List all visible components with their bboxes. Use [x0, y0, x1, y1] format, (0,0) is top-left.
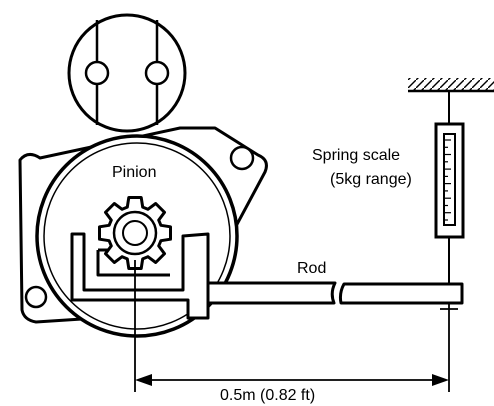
rod-label: Rod	[297, 260, 326, 277]
spring-scale	[434, 108, 465, 284]
pinion-gear	[98, 196, 172, 270]
pinion-shaft-inner	[122, 220, 148, 246]
rod	[206, 281, 464, 305]
ceiling-mount	[408, 78, 494, 108]
motor-rear-housing	[67, 13, 187, 133]
flange-bolt-hole-left	[24, 285, 48, 309]
flange-bolt-hole-right	[229, 145, 255, 171]
scale-ticks	[444, 139, 451, 221]
spring-scale-label-line1: Spring scale	[312, 147, 400, 164]
dimension-line	[135, 374, 449, 386]
pinion-label: Pinion	[112, 164, 156, 181]
lever-bracket	[70, 232, 210, 320]
dimension-label: 0.5m (0.82 ft)	[220, 387, 315, 404]
spring-scale-label-line2: (5kg range)	[330, 171, 412, 188]
